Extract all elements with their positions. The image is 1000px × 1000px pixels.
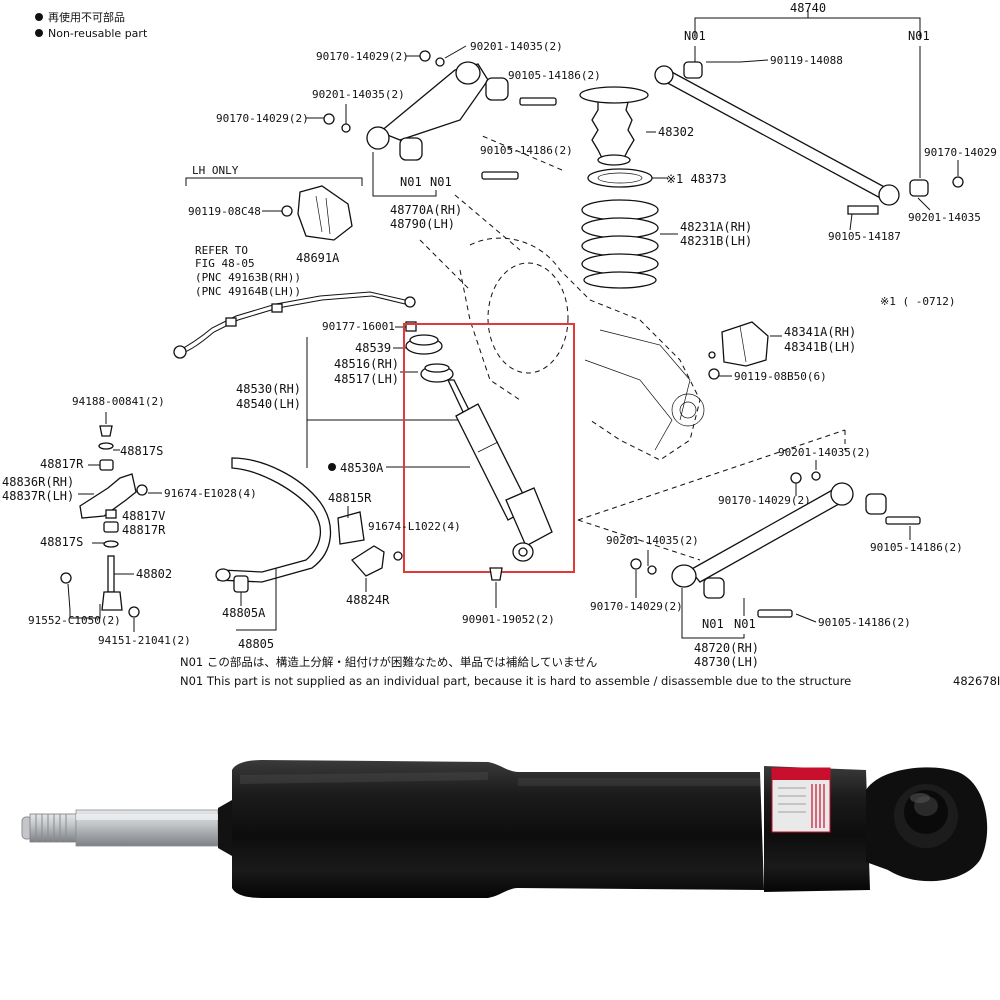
label-48516: 48516(RH): [334, 357, 399, 371]
label-refer-2: FIG 48-05: [195, 257, 255, 270]
label-90201-14035-2c: 90201-14035(2): [778, 446, 871, 459]
label-48817r-b: 48817R: [122, 523, 166, 537]
stabilizer-link: 94188-00841(2) 48817S 48817R 48836R(RH) …: [2, 395, 257, 647]
label-90201-14035-2b: 90201-14035(2): [312, 88, 405, 101]
label-90170-14029-2a: 90170-14029(2): [316, 50, 409, 63]
label-note-1: ※1 ( -0712): [880, 295, 955, 308]
label-n01-d: N01: [430, 175, 452, 189]
label-91552-c1050: 91552-C1050(2): [28, 614, 121, 627]
label-90170-14029-2b: 90170-14029(2): [216, 112, 309, 125]
label-48691a: 48691A: [296, 251, 340, 265]
legend-jp: 再使用不可部品: [48, 10, 125, 24]
label-90105-14186-2c: 90105-14186(2): [870, 541, 963, 554]
highlight-box: [403, 323, 575, 573]
legend: 再使用不可部品 Non-reusable part: [35, 10, 148, 40]
label-91674-e1028: 91674-E1028(4): [164, 487, 257, 500]
label-91674-l1022: 91674-L1022(4): [368, 520, 461, 533]
refer-section: REFER TO FIG 48-05 (PNC 49163B(RH)) (PNC…: [173, 244, 416, 359]
label-48802: 48802: [136, 567, 172, 581]
label-90105-14186-2b: 90105-14186(2): [480, 144, 573, 157]
label-94188-00841: 94188-00841(2): [72, 395, 165, 408]
label-48817s-b: 48817S: [40, 535, 83, 549]
label-90170-14029-2c: 90170-14029(2): [718, 494, 811, 507]
label-48517: 48517(LH): [334, 372, 399, 386]
label-48539: 48539: [355, 341, 391, 355]
label-48815r: 48815R: [328, 491, 372, 505]
label-90201-14035-2a: 90201-14035(2): [470, 40, 563, 53]
label-90201-14035-2d: 90201-14035(2): [606, 534, 699, 547]
label-refer-4: (PNC 49164B(LH)): [195, 285, 301, 298]
label-48540: 48540(LH): [236, 397, 301, 411]
label-94151-21041: 94151-21041(2): [98, 634, 191, 647]
shock-absorber-photo: [21, 760, 988, 898]
label-48817s-a: 48817S: [120, 444, 163, 458]
label-48341b: 48341B(LH): [784, 340, 856, 354]
label-48341a: 48341A(RH): [784, 325, 856, 339]
label-48530a: 48530A: [340, 461, 384, 475]
label-48837r: 48837R(LH): [2, 489, 74, 503]
note-en: N01 This part is not supplied as an indi…: [180, 674, 851, 688]
label-90105-14186-2a: 90105-14186(2): [508, 69, 601, 82]
label-48720: 48720(RH): [694, 641, 759, 655]
upper-arm-48770a: 90170-14029(2) 90201-14035(2) 90105-1418…: [216, 40, 601, 231]
label-refer-3: (PNC 49163B(RH)): [195, 271, 301, 284]
axle-housing: [419, 134, 846, 561]
label-n01-c: N01: [400, 175, 422, 189]
label-48770a: 48770A(RH): [390, 203, 462, 217]
label-48231a: 48231A(RH): [680, 220, 752, 234]
label-90177-16001: 90177-16001: [322, 320, 395, 333]
label-48805a: 48805A: [222, 606, 266, 620]
notes: N01 この部品は、構造上分解・組付けが困難なため、単品では補給していません N…: [180, 655, 1000, 688]
label-48824r: 48824R: [346, 593, 390, 607]
label-90201-14035-tr: 90201-14035: [908, 211, 981, 224]
label-n01-f: N01: [734, 617, 756, 631]
label-90119-08b50: 90119-08B50(6): [734, 370, 827, 383]
label-n01-a: N01: [684, 29, 706, 43]
label-48805: 48805: [238, 637, 274, 651]
label-90105-14186-2d: 90105-14186(2): [818, 616, 911, 629]
label-48836r: 48836R(RH): [2, 475, 74, 489]
label-90901-19052: 90901-19052(2): [462, 613, 555, 626]
legend-en: Non-reusable part: [48, 27, 148, 40]
label-refer-1: REFER TO: [195, 244, 248, 257]
stabilizer-bar: 48815R 91674-L1022(4) 48824R 48805A 4880…: [215, 457, 555, 651]
label-48530: 48530(RH): [236, 382, 301, 396]
note-jp: N01 この部品は、構造上分解・組付けが困難なため、単品では補給していません: [180, 655, 597, 669]
label-n01-e: N01: [702, 617, 724, 631]
shock-absorber-diagram: 90177-16001 48539 48516(RH) 48517(LH) 48…: [236, 320, 575, 573]
lower-arms: 90201-14035(2) 90170-14029(2) 90105-1418…: [590, 446, 963, 669]
label-48790: 48790(LH): [390, 217, 455, 231]
bracket-48341a: 48341A(RH) 48341B(LH) 90119-08B50(6): [708, 321, 856, 383]
label-lh-only: LH ONLY: [192, 164, 239, 177]
label-90119-14088: 90119-14088: [770, 54, 843, 67]
label-48302: 48302: [658, 125, 694, 139]
spring-assembly: 48302 ※1 48373 48231A(RH) 48231B(LH): [579, 86, 752, 289]
label-48373: ※1 48373: [666, 172, 727, 186]
label-90170-14029-2d: 90170-14029(2): [590, 600, 683, 613]
lh-only-section: LH ONLY 90119-08C48 48691A: [185, 164, 363, 265]
label-48817r-a: 48817R: [40, 457, 84, 471]
label-48730: 48730(LH): [694, 655, 759, 669]
figure-id: 482678I: [953, 674, 1000, 688]
label-48740: 48740: [790, 1, 826, 15]
label-90105-14187: 90105-14187: [828, 230, 901, 243]
lateral-rod-48740: 48740 N01 N01 90119-14088 90170-14029 90…: [654, 1, 997, 243]
label-90119-08c48: 90119-08C48: [188, 205, 261, 218]
label-48231b: 48231B(LH): [680, 234, 752, 248]
label-90170-14029-tr: 90170-14029: [924, 146, 997, 159]
label-48817v: 48817V: [122, 509, 165, 523]
label-n01-b: N01: [908, 29, 930, 43]
